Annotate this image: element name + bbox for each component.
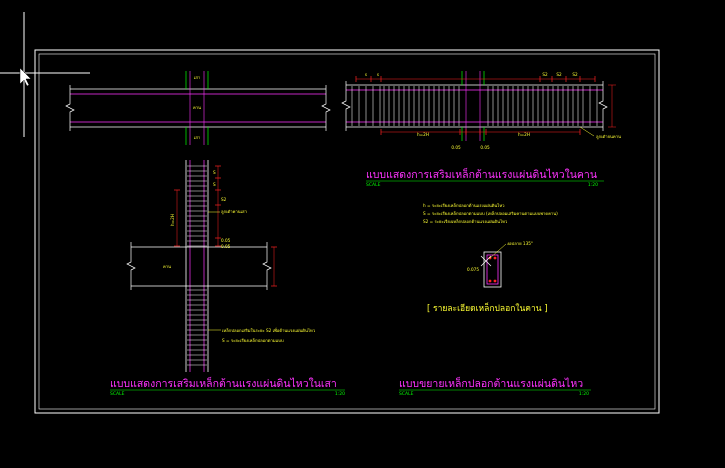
beam-label: คาน xyxy=(193,105,201,110)
legend-line2: S = ระยะเรียงเหล็กปลอกตามแบบ (เหล็กปลอมเ… xyxy=(423,210,558,216)
drawing2-title: แบบแสดงการเสริมเหล็กต้านแรงแผ่นดินไหวในเ… xyxy=(110,376,337,390)
cover-label-left: 0.05 xyxy=(451,145,461,150)
dim-label-s2-3: S2 xyxy=(572,72,578,77)
hook-label: งอปลาย 135° xyxy=(507,241,533,246)
beam-elevation-right: h=2H h=2H 0.05 0.05 s s S2 S2 S2 ลูกเต๋า… xyxy=(341,71,621,150)
column-label-bottom: เสา xyxy=(194,135,200,140)
sheet-frame-outer xyxy=(34,49,660,414)
detail-caption: [ รายละเอียดเหล็กปลอกในคาน ] xyxy=(427,302,548,314)
col-dim-s-2: S xyxy=(213,182,216,187)
column-note-line1: เหล็กปลอกเสริมในระยะ S2 เพื่อต้านแรงแผ่น… xyxy=(222,327,316,333)
drawing1-title: แบบแสดงการเสริมเหล็กต้านแรงแผ่นดินไหวในค… xyxy=(366,167,597,181)
spacing-label-right: h=2H xyxy=(518,132,530,137)
drawing3-scale-value: 1:20 xyxy=(579,391,589,397)
legend-line1: h = ระยะเรียงเหล็กปลอกต้านแรงแผ่นดินไหว xyxy=(423,202,505,208)
cover-label-right: 0.05 xyxy=(480,145,490,150)
drawing1-scale-value: 1:20 xyxy=(588,182,598,188)
dim-label-s2-2: S2 xyxy=(556,72,562,77)
beam-stirrups xyxy=(351,86,598,126)
column-callout-top: ลูกเต๋าคานเสา xyxy=(221,209,247,215)
col-dim-s2: S2 xyxy=(221,197,227,202)
col-cover-2: 0.05 xyxy=(221,244,231,249)
sheet-frame-inner xyxy=(38,53,656,410)
arrow-cursor-icon xyxy=(19,67,32,87)
column-note-line2: S = ระยะเรียงเหล็กปลอกตามแบบ xyxy=(222,337,284,343)
drawing3-title: แบบขยายเหล็กปลอกต้านแรงแผ่นดินไหว xyxy=(399,376,583,390)
stirrup-detail: งอปลาย 135° 0.075 xyxy=(467,241,533,288)
column-dimension-ticks xyxy=(174,165,277,287)
legend-line3: S2 = ระยะเรียงเหล็กปลอกต้านแรงแผ่นดินไหว xyxy=(423,218,508,224)
dim-label-s-1: s xyxy=(365,72,367,77)
crosshair-cursor xyxy=(0,12,90,137)
drawing1-scale-label: SCALE xyxy=(366,182,381,188)
column-elevation: คาน S S S2 0.05 0.05 h=2H ลูกเต๋าคานเสา … xyxy=(126,160,316,372)
dim-label-s2-1: S2 xyxy=(542,72,548,77)
col-dim-s-1: S xyxy=(213,170,216,175)
drawing3-scale-label: SCALE xyxy=(399,391,414,397)
beam-elevation-left: เสา คาน เสา xyxy=(65,71,331,145)
column-label-top: เสา xyxy=(194,75,200,80)
col-dim-h: h=2H xyxy=(170,214,175,226)
drawing2-scale-label: SCALE xyxy=(110,391,125,397)
legend-notes: h = ระยะเรียงเหล็กปลอกต้านแรงแผ่นดินไหว … xyxy=(423,202,558,224)
dim-label-s-2: s xyxy=(377,72,379,77)
column-ties xyxy=(187,165,207,366)
spacing-label-left: h=2H xyxy=(417,132,429,137)
column-beam-label: คาน xyxy=(163,264,171,269)
col-cover-1: 0.05 xyxy=(221,238,231,243)
drawing2-scale-value: 1:20 xyxy=(335,391,345,397)
stirrup-dim-label: 0.075 xyxy=(467,267,479,272)
beam-callout: ลูกเต๋าจนคาน xyxy=(596,134,621,140)
